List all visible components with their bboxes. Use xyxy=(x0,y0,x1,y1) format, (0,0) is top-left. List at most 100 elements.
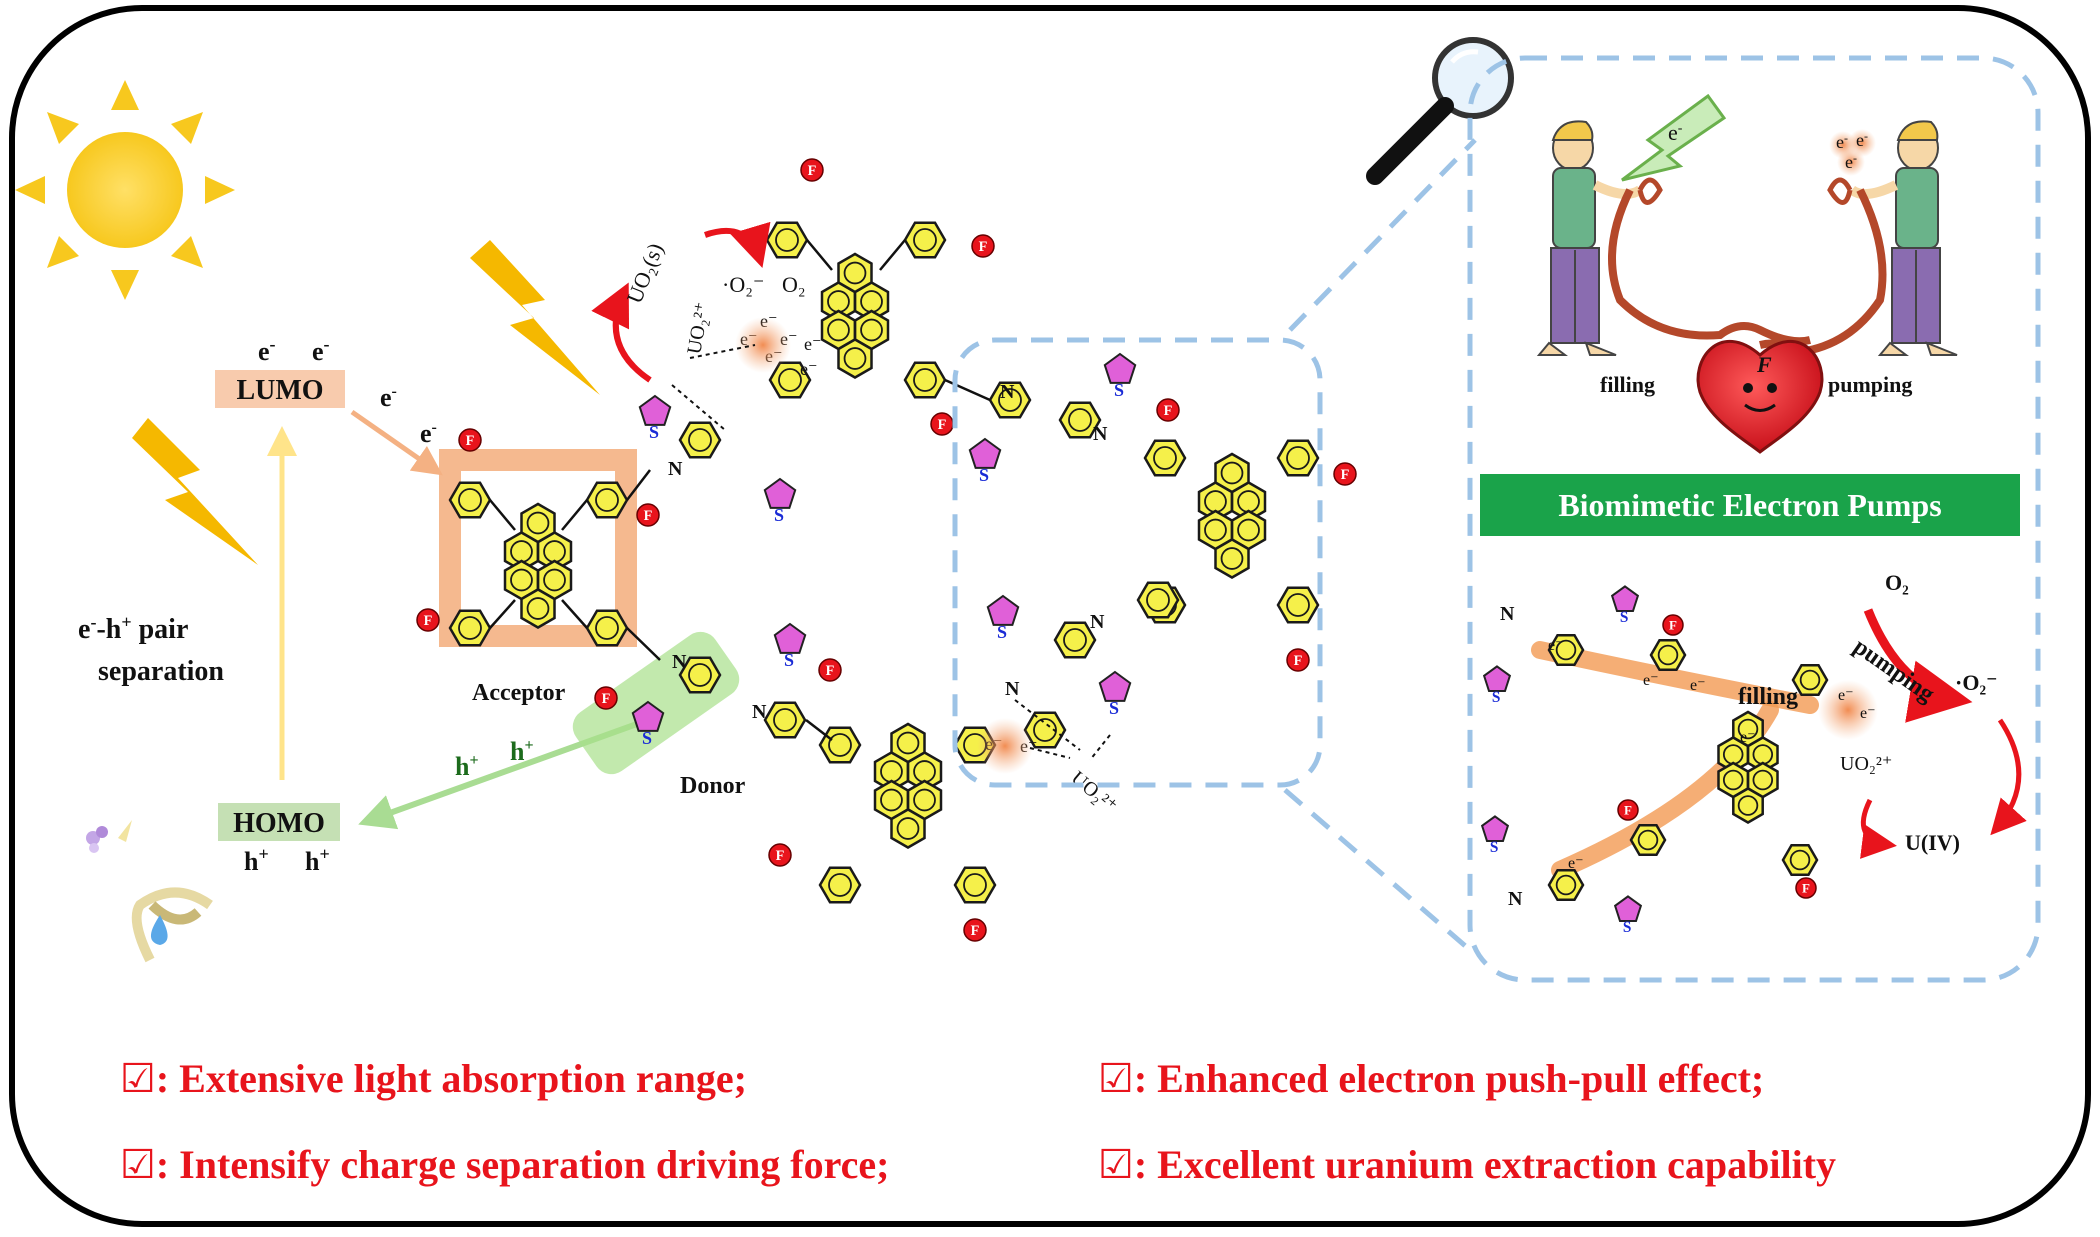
nitrogen-atom: N xyxy=(1508,888,1523,910)
svg-text:F: F xyxy=(1669,618,1677,633)
svg-text:filling: filling xyxy=(1738,684,1798,710)
svg-text:F: F xyxy=(644,508,653,524)
svg-text:F: F xyxy=(971,923,980,939)
svg-text:S: S xyxy=(1623,919,1632,936)
svg-text:S: S xyxy=(642,728,652,748)
thiophene-ring xyxy=(631,700,665,732)
benzene-ring xyxy=(585,609,629,647)
fluorine-atom xyxy=(458,428,482,452)
svg-text:F: F xyxy=(466,433,475,449)
water-oxidation-icon xyxy=(86,820,213,963)
svg-text:F: F xyxy=(808,163,817,179)
svg-text:F: F xyxy=(1164,403,1173,419)
fluorine-atom xyxy=(1333,462,1357,486)
pair-separation-text: e--h+ pair separation xyxy=(78,612,224,687)
fluorine-atom xyxy=(1617,799,1639,821)
fluorine-atom xyxy=(1662,614,1684,636)
fluorine-atom xyxy=(1795,877,1817,899)
benzene-ring xyxy=(520,502,556,544)
benzene-ring xyxy=(585,481,629,519)
feature-item: ☑: Extensive light absorption range; xyxy=(120,1056,747,1102)
thiophene-ring xyxy=(1613,895,1643,922)
feature-item: ☑: Intensify charge separation driving f… xyxy=(120,1142,889,1188)
svg-text:S: S xyxy=(784,650,794,670)
benzene-ring xyxy=(1732,787,1764,824)
benzene-ring xyxy=(1547,634,1585,666)
svg-text:e-: e- xyxy=(312,334,330,366)
fluorine-atom xyxy=(1286,648,1310,672)
benzene-ring xyxy=(837,252,873,294)
acceptor-label: Acceptor xyxy=(472,680,566,706)
svg-text:e-: e- xyxy=(258,334,276,366)
svg-text:UO₂²⁺: UO₂²⁺ xyxy=(1840,753,1892,775)
nitrogen-atom: N xyxy=(1005,678,1020,700)
electron-label: e⁻ xyxy=(1860,705,1876,722)
svg-text:O₂: O₂ xyxy=(782,272,806,297)
homo-hole-2: h xyxy=(305,847,320,876)
svg-text:S: S xyxy=(1492,689,1501,706)
acceptor-highlight xyxy=(439,449,637,647)
fluorine-atom xyxy=(1156,398,1180,422)
electron-label: e⁻ xyxy=(800,359,818,379)
incoming-electron-arrow: e- xyxy=(1621,93,1727,182)
electron-label: e⁻ xyxy=(1838,687,1854,704)
svg-text:·O₂⁻: ·O₂⁻ xyxy=(1955,670,1998,695)
thiophene-ring xyxy=(1610,585,1640,612)
thiophene-ring xyxy=(1103,352,1137,384)
thiophene-ring xyxy=(638,394,672,426)
benzene-ring xyxy=(448,481,492,519)
nitrogen-atom: N xyxy=(672,651,687,673)
heart-icon: F xyxy=(1696,340,1824,454)
benzene-ring xyxy=(1214,538,1250,579)
svg-text:S: S xyxy=(1490,839,1499,856)
sun-icon xyxy=(15,80,235,300)
nitrogen-atom: N xyxy=(668,458,683,480)
svg-text:F: F xyxy=(602,691,611,707)
magnifier-icon xyxy=(1366,37,1514,185)
lumo-electron-1: e xyxy=(258,337,270,366)
lightning-bolt-icon xyxy=(470,240,600,395)
benzene-ring xyxy=(448,609,492,647)
check-icon: ☑ xyxy=(120,1142,156,1188)
fluorine-atom xyxy=(416,608,440,632)
electron-label: e⁻ xyxy=(804,334,822,354)
benzene-ring xyxy=(1214,452,1250,494)
homo-level: HOMO h+ h+ xyxy=(218,803,340,876)
benzene-ring xyxy=(1547,869,1585,901)
svg-text:h+: h+ xyxy=(305,844,330,876)
thiophene-ring xyxy=(1482,665,1512,692)
water-drop-icon xyxy=(150,915,168,945)
benzene-ring xyxy=(818,866,862,904)
svg-text:F: F xyxy=(1756,352,1772,377)
donor-label: Donor xyxy=(680,773,746,799)
benzene-ring xyxy=(678,656,722,694)
svg-text:F: F xyxy=(424,613,433,629)
svg-text:S: S xyxy=(774,505,784,525)
check-icon: ☑ xyxy=(1098,1056,1134,1102)
cof-framework: FFFFFFFFFFFFFSSSSSSSSNNNNNNNe⁻e⁻e⁻e⁻e⁻e⁻… xyxy=(416,158,1357,942)
benzene-ring xyxy=(1781,844,1819,876)
benzene-ring xyxy=(520,588,556,629)
person-filling-icon xyxy=(1536,120,1643,356)
electron-label: e⁻ xyxy=(1740,729,1756,746)
svg-text:e--h+ pair: e--h+ pair xyxy=(78,612,188,645)
svg-text:F: F xyxy=(1341,467,1350,483)
thiophene-ring xyxy=(1098,670,1132,702)
thiophene-ring xyxy=(763,477,797,509)
benzene-ring xyxy=(1791,664,1829,696)
benzene-ring xyxy=(890,808,926,849)
pump-panel xyxy=(1467,55,2041,983)
benzene-ring xyxy=(763,701,807,739)
svg-text:O₂: O₂ xyxy=(1885,570,1909,595)
svg-text:S: S xyxy=(649,422,659,442)
feature-item: ☑: Enhanced electron push-pull effect; xyxy=(1098,1056,1764,1102)
outgoing-electrons: e- e- e- xyxy=(1829,129,1876,176)
benzene-ring xyxy=(1629,824,1667,856)
fluorine-atom xyxy=(594,686,618,710)
person-pumping-icon xyxy=(1848,120,1958,356)
benzene-ring xyxy=(765,221,809,259)
fluorine-atom xyxy=(971,234,995,258)
thiophene-ring xyxy=(986,594,1020,626)
